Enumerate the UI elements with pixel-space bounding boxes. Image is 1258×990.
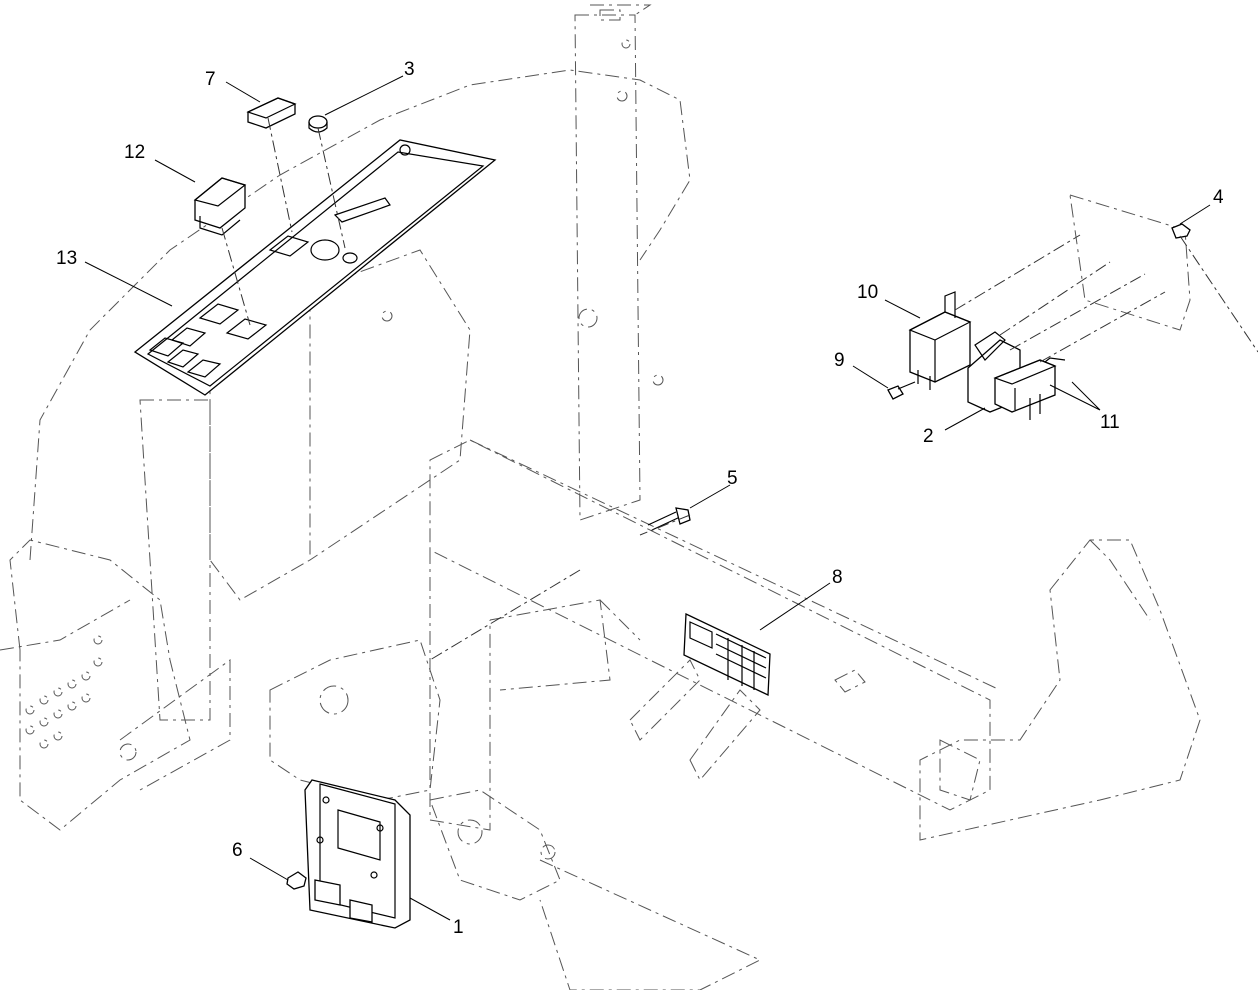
callout-1: 1 <box>453 917 464 938</box>
callout-13: 13 <box>56 248 77 269</box>
callout-6: 6 <box>232 840 243 861</box>
control-panel-plate <box>133 139 497 396</box>
callout-leaders <box>84 75 1211 921</box>
callout-labels: 1 2 3 4 5 6 7 8 9 10 11 12 13 <box>56 59 1224 938</box>
callout-4: 4 <box>1213 187 1224 208</box>
relay <box>908 291 972 390</box>
callout-3: 3 <box>404 59 415 80</box>
hex-nut <box>286 871 307 890</box>
flange-bolt <box>887 381 916 400</box>
callout-10: 10 <box>857 282 878 303</box>
bolt <box>647 507 691 531</box>
callout-11: 11 <box>1100 412 1120 433</box>
callout-7: 7 <box>205 69 216 90</box>
hole-plug <box>246 97 297 129</box>
callout-12: 12 <box>124 142 145 163</box>
fender-holes <box>25 635 103 749</box>
chassis-outline <box>0 4 1201 990</box>
callout-9: 9 <box>834 350 845 371</box>
callout-5: 5 <box>727 468 738 489</box>
knob <box>308 115 328 133</box>
nut <box>1171 223 1191 239</box>
callout-2: 2 <box>923 426 934 447</box>
decal <box>683 612 771 697</box>
mounting-plate <box>1069 194 1191 331</box>
callout-8: 8 <box>832 567 843 588</box>
relay-bracket <box>967 331 1066 420</box>
rocker-switch <box>193 177 247 236</box>
assembly-centerlines <box>221 117 1258 661</box>
controller-module <box>304 779 411 929</box>
